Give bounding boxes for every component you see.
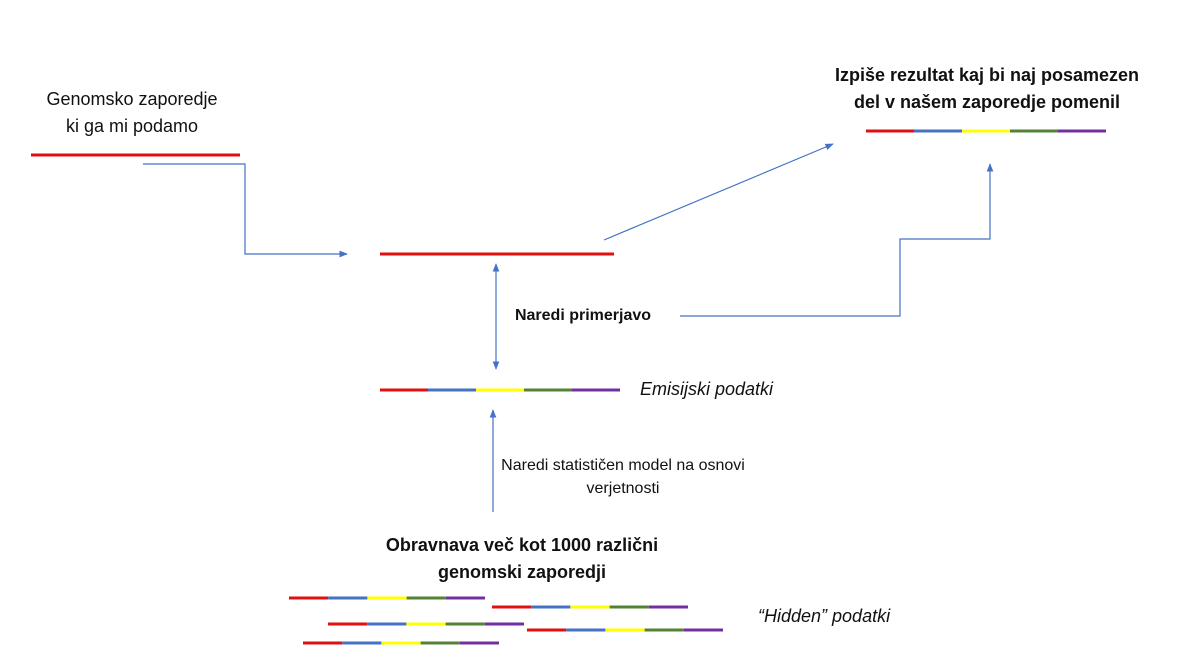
hidden-title-line1: Obravnava več kot 1000 različni (385, 535, 659, 555)
arrow-input-to-query (143, 163, 348, 258)
model-label-line1: Naredi statističen model na osnovi (501, 457, 745, 474)
output-label-line2: del v našem zaporedje pomenil (853, 92, 1121, 112)
output-label: Izpiše rezultat kaj bi naj posamezen del… (826, 62, 1148, 116)
hidden-title-line2: genomski zaporedji (437, 562, 607, 582)
input-label-line2: ki ga mi podamo (65, 116, 199, 136)
compare-label: Naredi primerjavo (514, 307, 652, 324)
hidden-title: Obravnava več kot 1000 različni genomski… (370, 532, 674, 586)
output-label-line1: Izpiše rezultat kaj bi naj posamezen (834, 65, 1140, 85)
model-label: Naredi statističen model na osnovi verje… (498, 454, 748, 500)
hidden-label: “Hidden” podatki (758, 606, 891, 626)
input-label: Genomsko zaporedje ki ga mi podamo (20, 86, 244, 140)
model-label-line2: verjetnosti (586, 480, 660, 497)
emission-label: Emisijski podatki (640, 379, 774, 399)
arrow-compare-to-output (680, 163, 994, 317)
arrow-query-to-output (603, 143, 834, 241)
input-label-line1: Genomsko zaporedje (46, 89, 218, 109)
